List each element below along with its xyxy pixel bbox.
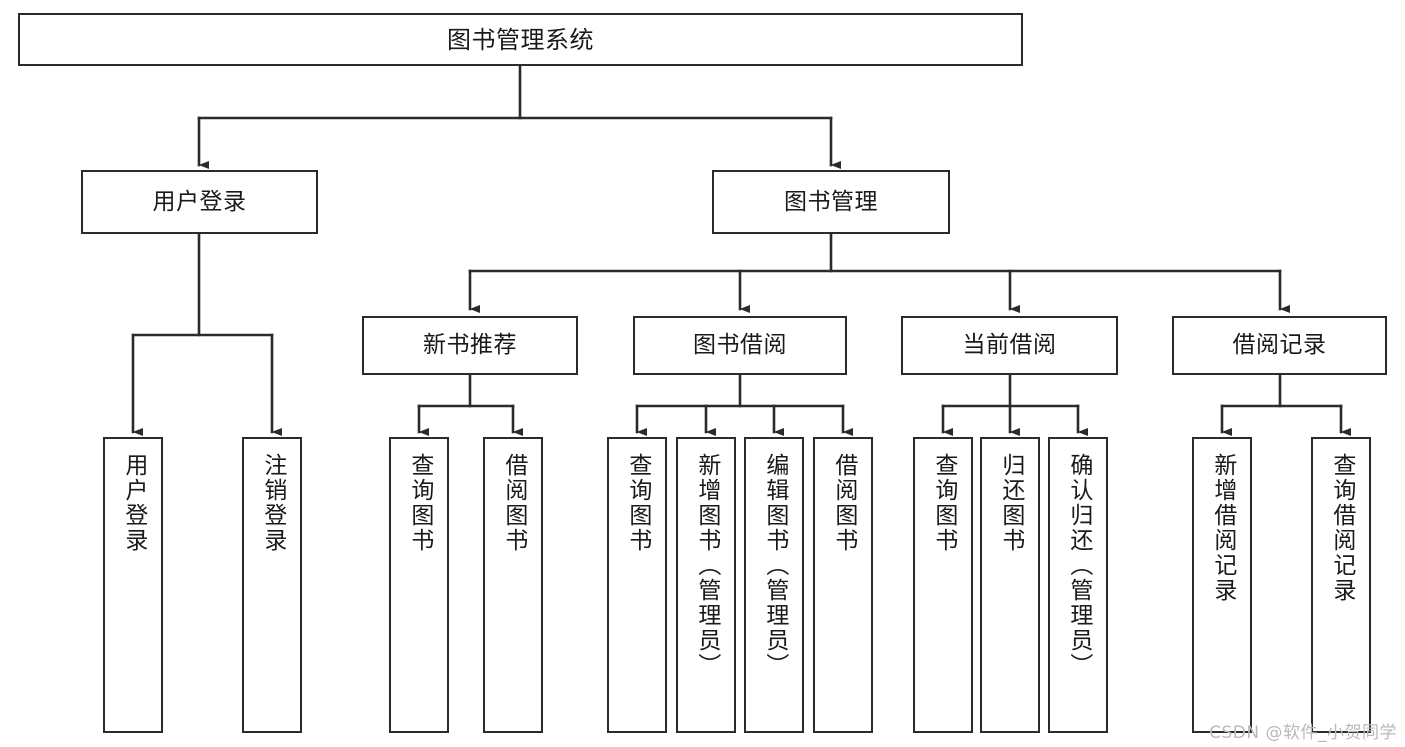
node-label: 查询图书: [406, 453, 433, 553]
node-borrow-record[interactable]: 借阅记录: [1172, 316, 1387, 375]
node-label: 新增借阅记录: [1209, 453, 1236, 603]
leaf-query-borrow-record[interactable]: 查询借阅记录: [1311, 437, 1371, 733]
leaf-user-login[interactable]: 用户登录: [103, 437, 163, 733]
node-label: 当前借阅: [962, 332, 1057, 359]
csdn-watermark: CSDN @软件_小贺同学: [1209, 723, 1397, 743]
node-label: 图书借阅: [693, 332, 787, 359]
node-label: 新增图书（管理员）: [693, 453, 720, 678]
node-user-login[interactable]: 用户登录: [81, 170, 318, 234]
leaf-add-borrow-record[interactable]: 新增借阅记录: [1192, 437, 1252, 733]
node-current-borrow[interactable]: 当前借阅: [901, 316, 1118, 375]
node-new-book-recommend[interactable]: 新书推荐: [362, 316, 578, 375]
node-label: 确认归还（管理员）: [1065, 453, 1092, 678]
node-label: 借阅图书: [500, 453, 527, 553]
node-label: 查询图书: [930, 453, 957, 553]
leaf-confirm-return-admin[interactable]: 确认归还（管理员）: [1048, 437, 1108, 733]
leaf-add-book-admin[interactable]: 新增图书（管理员）: [676, 437, 736, 733]
node-label: 借阅记录: [1232, 332, 1327, 359]
leaf-borrow-book[interactable]: 借阅图书: [813, 437, 873, 733]
node-book-management[interactable]: 图书管理: [712, 170, 950, 234]
node-label: 新书推荐: [423, 332, 517, 359]
node-label: 归还图书: [997, 453, 1024, 553]
leaf-borrow-book-recommend[interactable]: 借阅图书: [483, 437, 543, 733]
node-label: 图书管理: [784, 188, 878, 215]
node-label: 查询图书: [624, 453, 651, 553]
leaf-return-book[interactable]: 归还图书: [980, 437, 1040, 733]
node-label: 查询借阅记录: [1328, 453, 1355, 603]
leaf-query-book-current[interactable]: 查询图书: [913, 437, 973, 733]
node-root-library-system[interactable]: 图书管理系统: [18, 13, 1023, 66]
leaf-query-book-borrow[interactable]: 查询图书: [607, 437, 667, 733]
leaf-user-logout[interactable]: 注销登录: [242, 437, 302, 733]
node-label: 编辑图书（管理员）: [761, 453, 788, 678]
node-label: 用户登录: [152, 188, 247, 215]
leaf-query-book-recommend[interactable]: 查询图书: [389, 437, 449, 733]
leaf-edit-book-admin[interactable]: 编辑图书（管理员）: [744, 437, 804, 733]
node-label: 图书管理系统: [447, 25, 594, 54]
node-label: 借阅图书: [830, 453, 857, 553]
node-book-borrow[interactable]: 图书借阅: [633, 316, 847, 375]
node-label: 用户登录: [120, 453, 147, 553]
node-label: 注销登录: [259, 453, 286, 553]
